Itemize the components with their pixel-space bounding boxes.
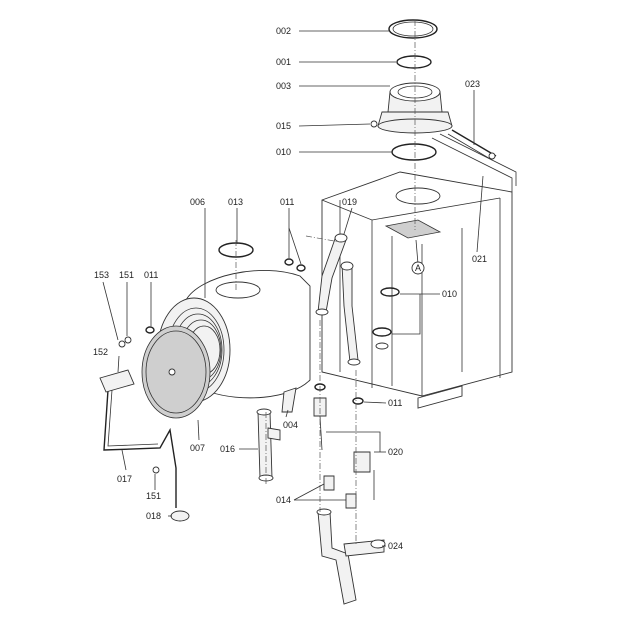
label-011-right: 011 [388, 398, 402, 408]
tank-top-port [215, 281, 261, 299]
assembly-axes [235, 20, 416, 546]
seal-ring-010-top [391, 143, 437, 161]
seal-ring-002-inner [392, 21, 434, 37]
label-001: 001 [276, 57, 291, 67]
leader-lines [102, 30, 484, 547]
label-010-right: 010 [442, 289, 457, 299]
cabinet-frame [321, 133, 517, 409]
label-010-top: 010 [276, 147, 291, 157]
label-011-left: 011 [144, 270, 158, 280]
label-023: 023 [465, 79, 480, 89]
label-002: 002 [276, 26, 291, 36]
fitting-151-bottom [152, 466, 160, 474]
label-020: 020 [388, 447, 403, 457]
cap-018 [170, 510, 190, 522]
rod-023 [447, 129, 497, 161]
fittings-014 [323, 475, 357, 509]
label-014: 014 [276, 495, 291, 505]
part-labels: 002 001 003 015 010 023 006 013 011 019 … [93, 26, 487, 551]
callout-a: A [411, 239, 425, 275]
label-021: 021 [472, 254, 487, 264]
manifold-024 [316, 508, 386, 605]
label-151-bottom: 151 [146, 491, 161, 501]
label-152: 152 [93, 347, 108, 357]
label-003: 003 [276, 81, 291, 91]
label-013: 013 [228, 197, 243, 207]
label-019: 019 [342, 197, 357, 207]
cabinet-plate [384, 219, 442, 239]
fitting-151-top [124, 336, 132, 344]
tank-cover-007 [141, 325, 211, 419]
valve-004 [281, 387, 297, 413]
fitting-153 [118, 340, 126, 348]
label-007: 007 [190, 443, 205, 453]
small-seals-011 [145, 258, 306, 334]
pipe-017 [99, 336, 190, 522]
pipe-020 [313, 383, 375, 500]
flue-ring-stack [370, 19, 453, 161]
label-011-top: 011 [280, 197, 294, 207]
valve-152 [99, 369, 135, 393]
label-017: 017 [117, 474, 132, 484]
seal-ring-001 [396, 55, 432, 69]
cabinet-top-opening [395, 187, 441, 205]
label-018: 018 [146, 511, 161, 521]
label-024: 024 [388, 541, 403, 551]
seals-010 [372, 287, 400, 350]
pipe-016 [256, 408, 281, 482]
seal-ring-002 [388, 19, 438, 39]
pipe-019 [315, 233, 361, 366]
label-016: 016 [220, 444, 235, 454]
callout-a-letter: A [415, 263, 421, 273]
label-015: 015 [276, 121, 291, 131]
label-151-top: 151 [119, 270, 134, 280]
label-006: 006 [190, 197, 205, 207]
screw-015 [370, 120, 378, 128]
label-153: 153 [94, 270, 109, 280]
cabinet-foot-rail [417, 385, 463, 409]
label-004: 004 [283, 420, 298, 430]
